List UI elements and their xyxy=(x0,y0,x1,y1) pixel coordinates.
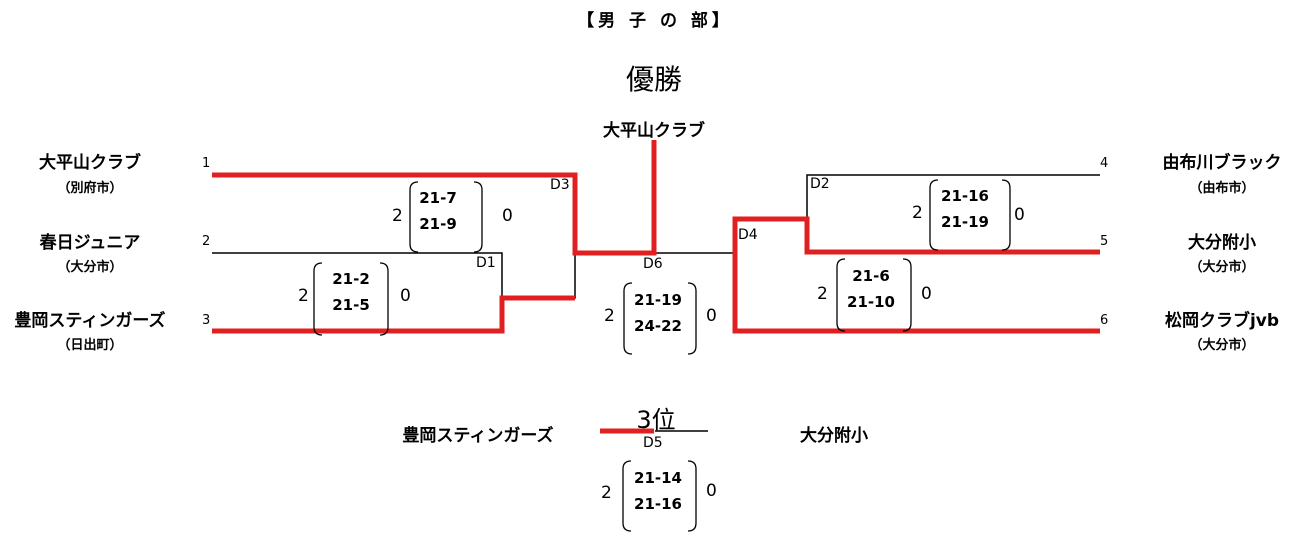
bracket-d1-left xyxy=(313,262,323,336)
score-total-right-d6: 0 xyxy=(706,306,717,326)
bracket-d3-left xyxy=(409,181,419,253)
match-id-d2: D2 xyxy=(810,176,830,192)
team-city-3: （日出町） xyxy=(57,338,123,353)
bracket-d4-right xyxy=(902,258,912,332)
bracket-d1-right xyxy=(379,262,389,336)
score-total-left-d1: 2 xyxy=(298,286,309,306)
seed-number-6: 6 xyxy=(1100,313,1109,328)
team-name-3: 豊岡スティンガーズ xyxy=(14,311,166,331)
team-city-1: （別府市） xyxy=(57,181,123,196)
bracket-d2-left xyxy=(929,179,939,251)
team-city-5: （大分市） xyxy=(1189,260,1255,275)
score-total-left-d2: 2 xyxy=(912,203,923,223)
bracket-d6-left xyxy=(623,282,633,355)
line-seed-4 xyxy=(806,174,1100,219)
team-name-4: 由布川ブラック xyxy=(1162,153,1282,173)
match-id-d5: D5 xyxy=(643,435,663,451)
score-total-right-d5: 0 xyxy=(706,481,717,501)
champion-heading: 優勝 xyxy=(625,63,683,96)
score-set-2-d1: 21-5 xyxy=(332,296,370,314)
score-total-left-d3: 2 xyxy=(392,206,403,226)
third-place-left-team: 豊岡スティンガーズ xyxy=(402,426,554,446)
win-lines xyxy=(212,140,1100,434)
score-set-1-d6: 21-19 xyxy=(634,291,682,309)
score-set-1-d3: 21-7 xyxy=(419,189,457,207)
team-name-5: 大分附小 xyxy=(1188,233,1256,253)
match-id-d3: D3 xyxy=(550,177,570,193)
seed-number-3: 3 xyxy=(202,313,211,328)
score-set-1-d2: 21-16 xyxy=(941,187,989,205)
match-id-d1: D1 xyxy=(476,255,496,271)
bracket-d6-right xyxy=(687,282,697,355)
score-set-2-d4: 21-10 xyxy=(847,293,895,311)
bracket-d3-right xyxy=(473,181,483,253)
score-total-left-d5: 2 xyxy=(601,483,612,503)
score-set-1-d4: 21-6 xyxy=(852,267,890,285)
team-city-4: （由布市） xyxy=(1189,181,1255,196)
line-d3-lower xyxy=(502,253,576,299)
win-line-seed-5 xyxy=(732,216,1100,255)
score-total-left-d4: 2 xyxy=(817,284,828,304)
score-total-right-d4: 0 xyxy=(921,284,932,304)
score-total-right-d1: 0 xyxy=(400,286,411,306)
seed-number-5: 5 xyxy=(1100,234,1109,249)
score-brackets xyxy=(313,179,1011,532)
seed-number-4: 4 xyxy=(1100,156,1109,171)
win-line-seed-6 xyxy=(732,253,1100,334)
bracket-d2-right xyxy=(1001,179,1011,251)
score-total-left-d6: 2 xyxy=(604,306,615,326)
score-set-1-d5: 21-14 xyxy=(634,469,682,487)
team-city-2: （大分市） xyxy=(57,260,123,275)
team-name-1: 大平山クラブ xyxy=(39,153,141,173)
team-name-2: 春日ジュニア xyxy=(39,233,141,253)
score-set-2-d6: 24-22 xyxy=(634,317,682,335)
score-set-2-d2: 21-19 xyxy=(941,213,989,231)
third-place-right-team: 大分附小 xyxy=(800,426,868,446)
bracket-d5-left xyxy=(622,460,632,532)
match-id-d4: D4 xyxy=(738,227,758,243)
third-place-heading: 3位 xyxy=(636,406,676,434)
win-line-seed-3 xyxy=(212,295,575,334)
match-id-d6: D6 xyxy=(643,256,663,272)
score-set-2-d3: 21-9 xyxy=(419,215,457,233)
score-total-right-d3: 0 xyxy=(502,206,513,226)
bracket-d5-right xyxy=(687,460,697,532)
score-set-1-d1: 21-2 xyxy=(332,270,370,288)
score-total-right-d2: 0 xyxy=(1014,205,1025,225)
seed-number-1: 1 xyxy=(202,156,211,171)
line-seed-2 xyxy=(212,252,503,298)
team-name-6: 松岡クラブjvb xyxy=(1164,311,1280,331)
page-title: 【男 子 の 部】 xyxy=(577,11,733,31)
seed-number-2: 2 xyxy=(202,234,211,249)
win-line-seed-1 xyxy=(212,140,657,256)
champion-name: 大平山クラブ xyxy=(603,121,705,141)
bracket-d4-left xyxy=(836,258,846,332)
team-city-6: （大分市） xyxy=(1189,338,1255,353)
score-set-2-d5: 21-16 xyxy=(634,495,682,513)
